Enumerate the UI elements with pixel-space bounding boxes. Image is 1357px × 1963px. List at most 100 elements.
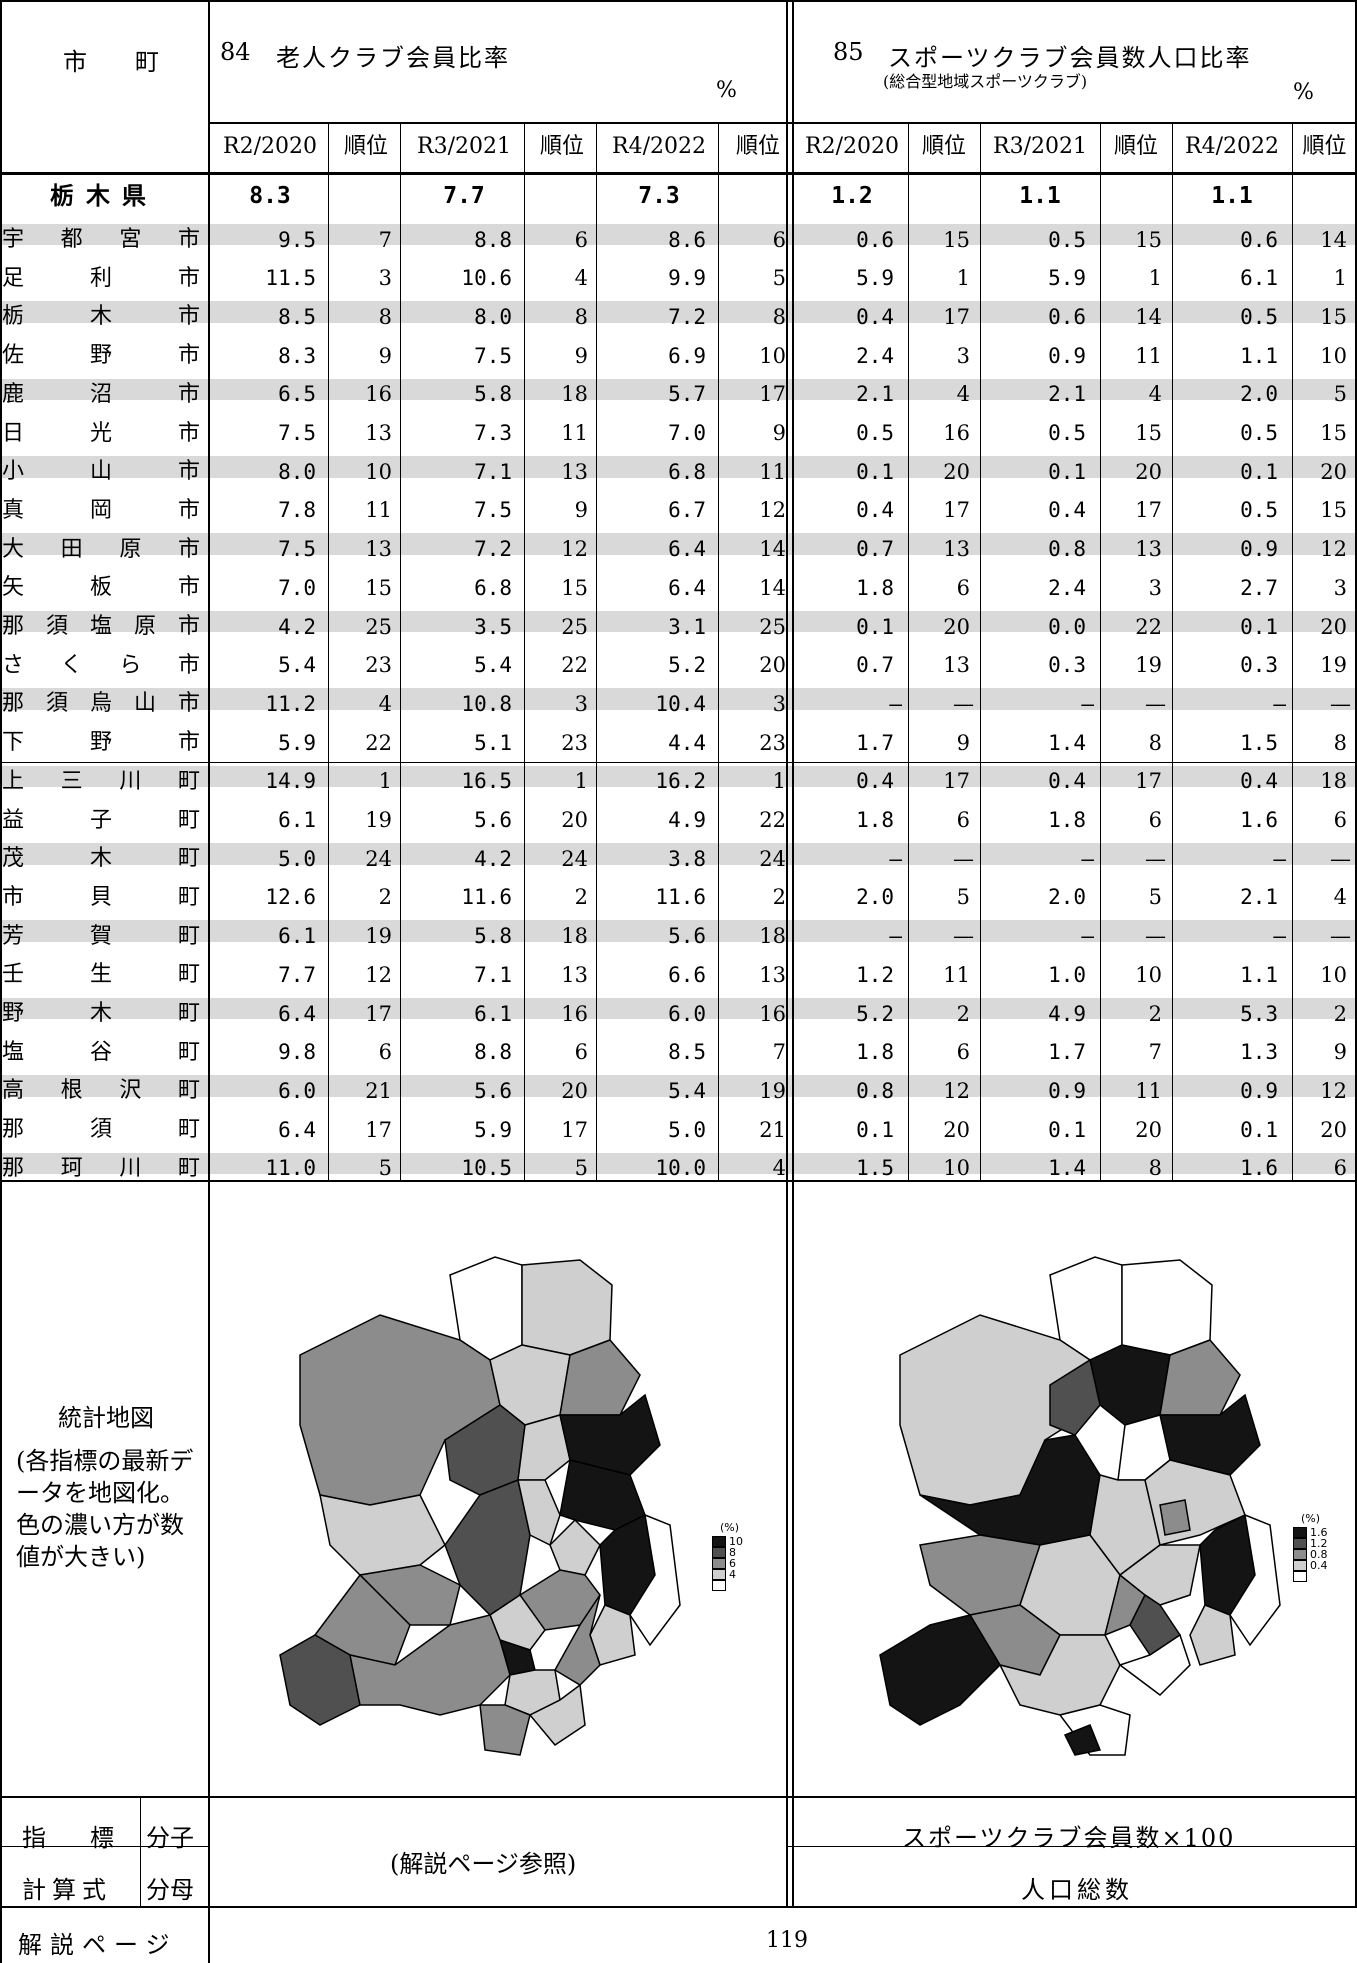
rank-cell: 20 xyxy=(943,614,970,639)
rank-cell: 12 xyxy=(759,498,786,523)
value-cell: 0.4 xyxy=(856,769,894,794)
rank-cell: 4 xyxy=(772,1156,786,1181)
value-cell: 5.9 xyxy=(1048,266,1086,291)
value-cell: 0.1 xyxy=(856,614,894,639)
value-cell: 6.8 xyxy=(474,575,512,600)
rank-cell: 1 xyxy=(1333,266,1347,291)
value-cell: — xyxy=(1273,846,1286,871)
municipality-name: 宇都宮市 xyxy=(0,221,208,260)
legend-swatch xyxy=(712,1569,726,1580)
municipality-name-char: 宇 xyxy=(2,227,25,253)
column-header: 順位 xyxy=(539,134,584,159)
value-cell: 5.8 xyxy=(474,382,512,407)
rank-cell: 2 xyxy=(1333,1001,1347,1026)
municipality-name-char: 板 xyxy=(89,575,112,601)
rank-cell: 19 xyxy=(759,1078,786,1103)
rank-cell: 12 xyxy=(561,537,588,562)
municipality-name-char: 木 xyxy=(89,1001,112,1027)
left-map-region xyxy=(479,1704,531,1756)
value-cell: 6.6 xyxy=(668,962,706,987)
municipality-name-char: 市 xyxy=(177,304,200,330)
municipality-name-char: 野 xyxy=(2,1001,25,1027)
municipality-name-char: 市 xyxy=(177,265,200,291)
rank-cell: 3 xyxy=(1148,575,1162,600)
value-cell: 0.6 xyxy=(1240,227,1278,252)
municipality-name-char: 市 xyxy=(177,459,200,485)
rank-cell: 8 xyxy=(1333,730,1347,755)
value-cell: 0.3 xyxy=(1240,653,1278,678)
value-cell: 0.7 xyxy=(856,537,894,562)
municipality-name-char: 栃 xyxy=(2,304,25,330)
value-cell: 5.7 xyxy=(668,382,706,407)
right-title-number: 85 xyxy=(833,38,864,66)
value-cell: 1.8 xyxy=(856,1040,894,1065)
rank-cell: 14 xyxy=(1320,227,1347,252)
rank-cell: 5 xyxy=(574,1156,588,1181)
rank-cell: 4 xyxy=(378,691,392,716)
right-legend-unit: (%) xyxy=(1301,1512,1321,1525)
municipality-name-char: 高 xyxy=(2,1078,25,1104)
rank-cell: 3 xyxy=(772,691,786,716)
municipality-name-char: 須 xyxy=(89,1117,112,1143)
municipality-name-char: 生 xyxy=(89,962,112,988)
value-cell: 0.6 xyxy=(1048,304,1086,329)
municipality-name-char: 市 xyxy=(177,343,200,369)
rank-cell: 13 xyxy=(759,962,786,987)
municipality-name: 高根沢町 xyxy=(0,1072,208,1111)
grid-line xyxy=(0,1906,1357,1908)
rank-cell: 15 xyxy=(365,575,392,600)
value-cell: 3.1 xyxy=(668,614,706,639)
rank-cell: 20 xyxy=(1320,459,1347,484)
municipality-name-char: 芳 xyxy=(2,923,25,949)
municipality-name-char: 町 xyxy=(177,1039,200,1065)
municipality-name: 芳賀町 xyxy=(0,917,208,956)
left-map-region xyxy=(444,1478,531,1616)
grid-line xyxy=(208,122,1357,124)
value-cell: 10.6 xyxy=(461,266,512,291)
municipality-name-char: 原 xyxy=(119,536,142,562)
rank-cell: 18 xyxy=(1320,769,1347,794)
rank-cell: 10 xyxy=(1320,962,1347,987)
right-map-region xyxy=(1063,1724,1102,1756)
municipality-name-char: 町 xyxy=(177,807,200,833)
rank-cell: 6 xyxy=(378,1040,392,1065)
rank-cell: 3 xyxy=(574,691,588,716)
value-cell: 11.0 xyxy=(265,1156,316,1181)
municipality-name-char: 市 xyxy=(177,381,200,407)
municipality-name-char: 町 xyxy=(177,962,200,988)
municipality-name-char: 大 xyxy=(2,536,25,562)
legend-label: 8 xyxy=(729,1546,736,1559)
legend-swatch xyxy=(712,1580,726,1591)
rank-cell: 18 xyxy=(561,382,588,407)
municipality-name-char: 烏 xyxy=(89,691,112,717)
municipality-name-char: 市 xyxy=(2,884,25,910)
value-cell: 5.3 xyxy=(1240,1001,1278,1026)
rank-cell: 15 xyxy=(1135,227,1162,252)
municipality-name-char: 日 xyxy=(2,420,25,446)
municipality-name-char: 塩 xyxy=(89,614,112,640)
municipality-name: 真岡市 xyxy=(0,492,208,531)
rank-cell: 13 xyxy=(365,537,392,562)
rank-cell: — xyxy=(953,846,974,871)
left-legend-unit: (%) xyxy=(720,1521,740,1534)
municipality-name-char: 小 xyxy=(2,459,25,485)
rank-cell: 15 xyxy=(943,227,970,252)
left-title: 老人クラブ会員比率 xyxy=(276,44,510,72)
row-shading xyxy=(0,455,1357,478)
value-cell: 8.5 xyxy=(278,304,316,329)
value-cell: 0.1 xyxy=(1048,1117,1086,1142)
legend-label: 4 xyxy=(729,1568,736,1581)
legend-swatch xyxy=(712,1558,726,1569)
value-cell: 0.9 xyxy=(1048,1078,1086,1103)
value-cell: 7.5 xyxy=(474,498,512,523)
legend-swatch xyxy=(712,1536,726,1547)
value-cell: 0.5 xyxy=(1240,421,1278,446)
rank-cell: — xyxy=(1145,924,1166,949)
value-cell: 9.8 xyxy=(278,1040,316,1065)
value-cell: 9.5 xyxy=(278,227,316,252)
municipality-name: 日光市 xyxy=(0,414,208,453)
right-map-region xyxy=(1118,1633,1191,1696)
value-cell: 8.8 xyxy=(474,227,512,252)
